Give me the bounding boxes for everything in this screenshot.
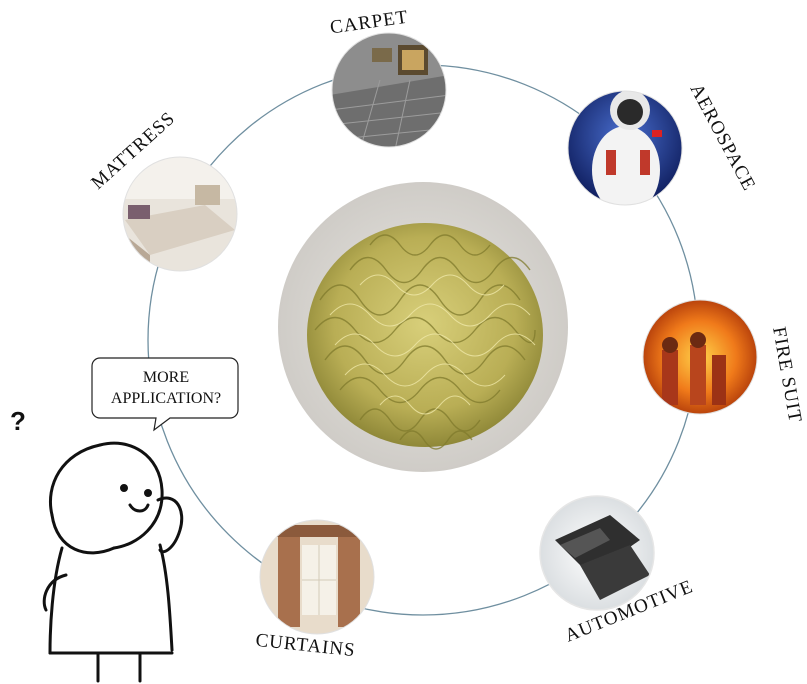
app-automotive: AUTOMOTIVE	[539, 495, 696, 647]
center-fiber-image	[278, 182, 568, 472]
label-aerospace: AEROSPACE	[686, 80, 760, 194]
bubble-line1: MORE	[143, 369, 189, 386]
speech-bubble: MORE APPLICATION?	[91, 357, 239, 432]
bubble-line2: APPLICATION?	[111, 390, 221, 407]
doodle-question-mark: ?	[10, 406, 26, 436]
thinking-doodle-figure	[42, 441, 184, 683]
label-curtains: CURTAINS	[255, 630, 357, 661]
app-aerospace: AEROSPACE	[567, 80, 760, 206]
app-curtains: CURTAINS	[255, 519, 375, 661]
label-fire-suit: FIRE SUIT	[768, 325, 806, 424]
app-fire-suit: FIRE SUIT	[642, 299, 806, 425]
app-mattress: MATTRESS	[87, 108, 238, 272]
app-carpet: CARPET	[329, 7, 447, 148]
